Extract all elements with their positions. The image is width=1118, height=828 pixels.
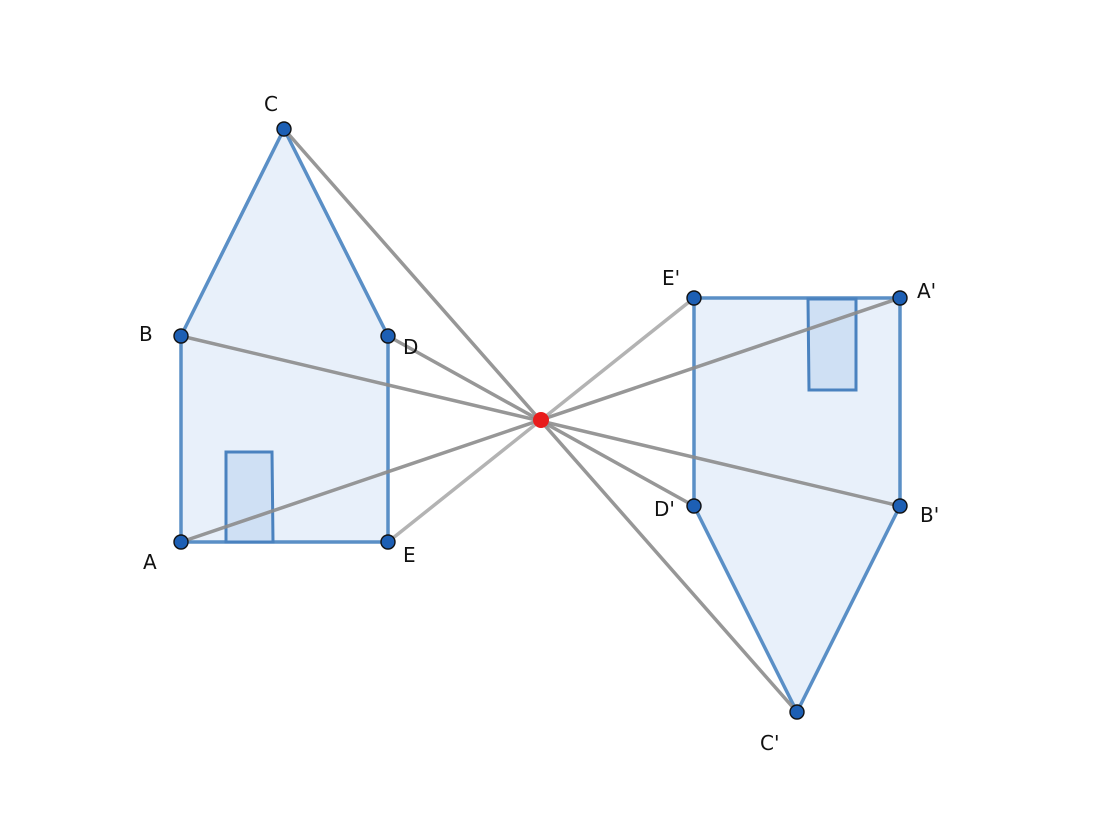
- label-b-prime: B': [920, 503, 939, 527]
- point-d[interactable]: [380, 328, 396, 344]
- point-b-prime[interactable]: [892, 498, 908, 514]
- point-a[interactable]: [173, 534, 189, 550]
- center-of-dilation[interactable]: [533, 412, 549, 428]
- original-door: [224, 450, 275, 544]
- point-d-prime[interactable]: [686, 498, 702, 514]
- point-c-prime[interactable]: [789, 704, 805, 720]
- label-c: C: [264, 92, 278, 116]
- image-pentagon: [692, 296, 902, 714]
- label-d: D: [403, 335, 418, 359]
- label-e: E: [403, 543, 416, 567]
- point-e-prime[interactable]: [686, 290, 702, 306]
- label-e-prime: E': [662, 266, 680, 290]
- label-a: A: [143, 550, 157, 574]
- image-door: [806, 297, 858, 392]
- point-e[interactable]: [380, 534, 396, 550]
- point-a-prime[interactable]: [892, 290, 908, 306]
- label-b: B: [139, 322, 153, 346]
- original-pentagon: [179, 127, 390, 544]
- label-d-prime: D': [654, 497, 675, 521]
- point-c[interactable]: [276, 121, 292, 137]
- label-c-prime: C': [760, 731, 779, 755]
- point-b[interactable]: [173, 328, 189, 344]
- label-a-prime: A': [917, 279, 936, 303]
